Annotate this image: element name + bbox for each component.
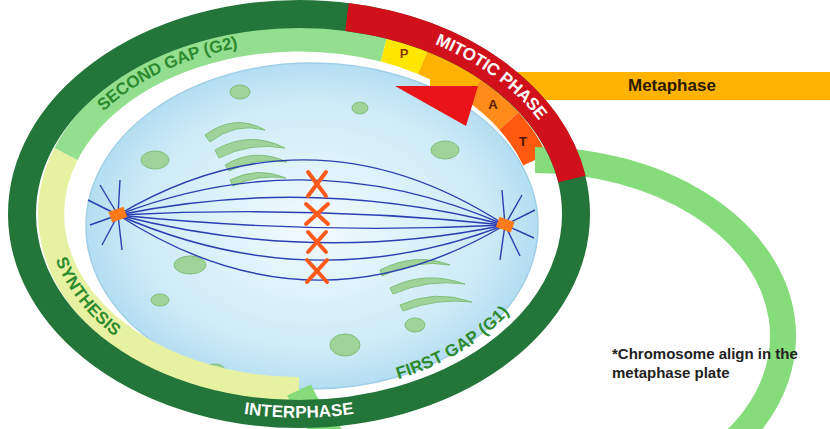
metaphase-bar: Metaphase — [598, 72, 830, 100]
band-label: SYNTHESIS — [51, 254, 124, 340]
phase-letter: T — [519, 134, 527, 149]
band-label: FIRST GAP (G1) — [394, 303, 513, 384]
pointer-arrow — [395, 86, 478, 126]
chromosomes — [306, 172, 328, 282]
band-label: FIRST GAP (G1) — [394, 303, 513, 384]
cell-body — [86, 63, 538, 389]
centrosome — [108, 207, 127, 223]
phase-letter: A — [488, 97, 498, 112]
band-label: INTERPHASE — [243, 399, 355, 422]
band-label: SECOND GAP (G2) — [94, 34, 239, 115]
band-label: SECOND GAP (G2) — [94, 34, 239, 115]
mitotic-band — [347, 17, 572, 179]
band-label: MITOTIC PHASE — [433, 31, 551, 124]
interphase-band — [22, 14, 576, 414]
band-label: SYNTHESIS — [51, 254, 124, 340]
phase-letter: P — [400, 46, 409, 61]
band-label: INTERPHASE — [243, 399, 355, 422]
note-text: *Chromosome align in the metaphase plate — [612, 344, 824, 382]
band-label: MITOTIC PHASE — [433, 31, 551, 124]
phase-name: Metaphase — [628, 76, 716, 96]
centrosome — [496, 217, 515, 233]
